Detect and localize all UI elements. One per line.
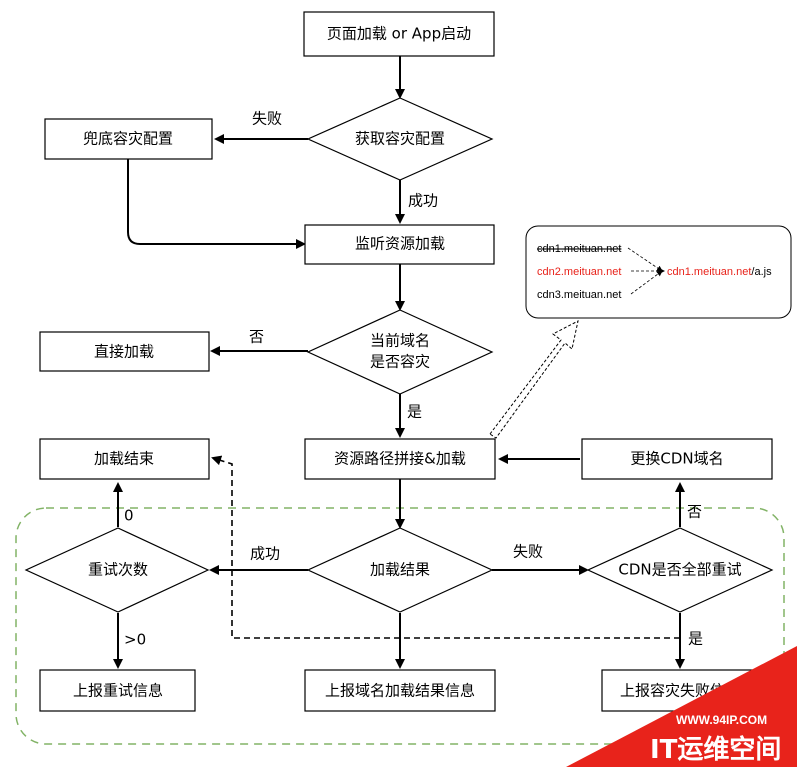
node-change-cdn (581, 438, 773, 480)
callout-cdn2: cdn2.meituan.net (537, 266, 621, 278)
callout-cdn1: cdn1.meituan.net (537, 243, 621, 255)
node-cdn-all-retried (586, 527, 774, 613)
label-load-result: 加载结果 (370, 561, 430, 579)
label-is-disaster-2: 是否容灾 (370, 353, 430, 371)
watermark-title: IT运维空间 (650, 734, 781, 765)
label-concat-load: 资源路径拼接&加载 (334, 450, 466, 468)
watermark-triangle (566, 646, 797, 767)
edge-label-success: 成功 (408, 192, 438, 210)
label-cdn-all-retried: CDN是否全部重试 (618, 561, 741, 579)
edge-label-fail2: 失败 (513, 543, 543, 561)
callout-result: cdn1.meituan.net/a.js (667, 266, 772, 278)
edges (113, 56, 685, 669)
node-load-end (39, 438, 210, 480)
label-direct-load: 直接加载 (94, 343, 154, 361)
node-load-result (306, 527, 494, 613)
label-listen: 监听资源加载 (355, 235, 445, 253)
callout-result-path: /a.js (751, 266, 772, 278)
edge-label-success2: 成功 (250, 545, 280, 563)
callout-link-1 (627, 247, 663, 272)
edge-label-no2: 否 (687, 503, 702, 521)
callout-link-3 (630, 270, 663, 295)
label-get-config: 获取容灾配置 (355, 130, 445, 148)
label-load-end: 加载结束 (94, 450, 154, 468)
node-report-domain (304, 669, 496, 712)
node-is-disaster (306, 309, 494, 395)
callout-pointer-arrow (489, 320, 579, 439)
node-listen (304, 224, 495, 265)
node-retry-count (24, 527, 210, 613)
watermark-url: WWW.94IP.COM (676, 713, 767, 727)
label-start: 页面加载 or App启动 (327, 25, 471, 43)
node-report-retry (39, 669, 196, 712)
edge-label-zero: 0 (124, 507, 134, 525)
edge-dashed-to-end (211, 455, 680, 639)
edge-label-yes: 是 (407, 403, 422, 421)
edge-label-yes2: 是 (688, 630, 703, 648)
label-change-cdn: 更换CDN域名 (630, 450, 723, 468)
label-is-disaster-1: 当前域名 (370, 332, 430, 350)
label-report-retry: 上报重试信息 (73, 682, 163, 700)
callout-result-domain: cdn1.meituan.net (667, 266, 751, 278)
edge-label-no: 否 (249, 328, 264, 346)
edge-fallback-to-listen (127, 158, 306, 249)
callout-cdn3: cdn3.meituan.net (537, 289, 621, 301)
nodes (24, 11, 774, 712)
node-start (303, 11, 495, 57)
label-report-domain: 上报域名加载结果信息 (325, 682, 475, 700)
edge-label-gt-zero: >0 (124, 631, 146, 649)
node-get-config (306, 97, 494, 181)
node-concat-load (304, 438, 496, 480)
watermark: WWW.94IP.COM IT运维空间 (566, 646, 797, 767)
edge-label-fail: 失败 (252, 110, 282, 128)
node-direct-load (39, 331, 210, 372)
label-fallback-config: 兜底容灾配置 (83, 130, 173, 148)
cdn-callout: cdn1.meituan.net cdn2.meituan.net cdn3.m… (525, 225, 792, 319)
node-fallback-config (44, 118, 213, 160)
label-retry-count: 重试次数 (88, 561, 148, 579)
